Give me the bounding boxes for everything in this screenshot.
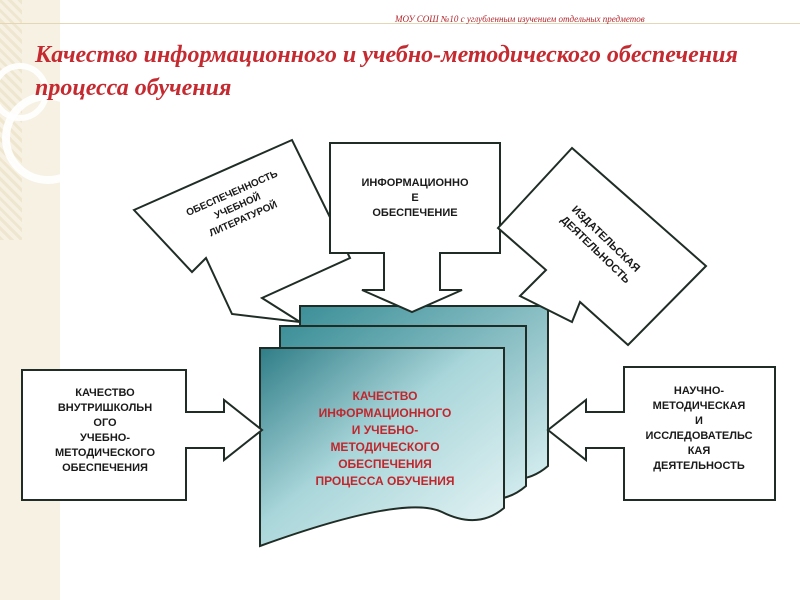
callout-top-center (329, 142, 501, 314)
label-left: КАЧЕСТВО ВНУТРИШКОЛЬН ОГО УЧЕБНО- МЕТОДИ… (54, 387, 156, 474)
label-top-center: ИНФОРМАЦИОННО Е ОБЕСПЕЧЕНИЕ (361, 177, 469, 219)
school-name: МОУ СОШ №10 с углубленным изучением отде… (395, 14, 645, 24)
callout-top-left (132, 138, 352, 323)
callout-top-right (496, 146, 708, 347)
callout-left (21, 369, 264, 501)
label-right: НАУЧНО- МЕТОДИЧЕСКАЯ И ИССЛЕДОВАТЕЛЬС КА… (645, 385, 753, 472)
label-center: КАЧЕСТВО ИНФОРМАЦИОННОГО И УЧЕБНО- МЕТОД… (315, 389, 455, 488)
center-document (259, 347, 505, 548)
callout-right (546, 366, 776, 501)
slide-title: Качество информационного и учебно-методи… (35, 42, 738, 101)
header-divider (0, 23, 800, 24)
